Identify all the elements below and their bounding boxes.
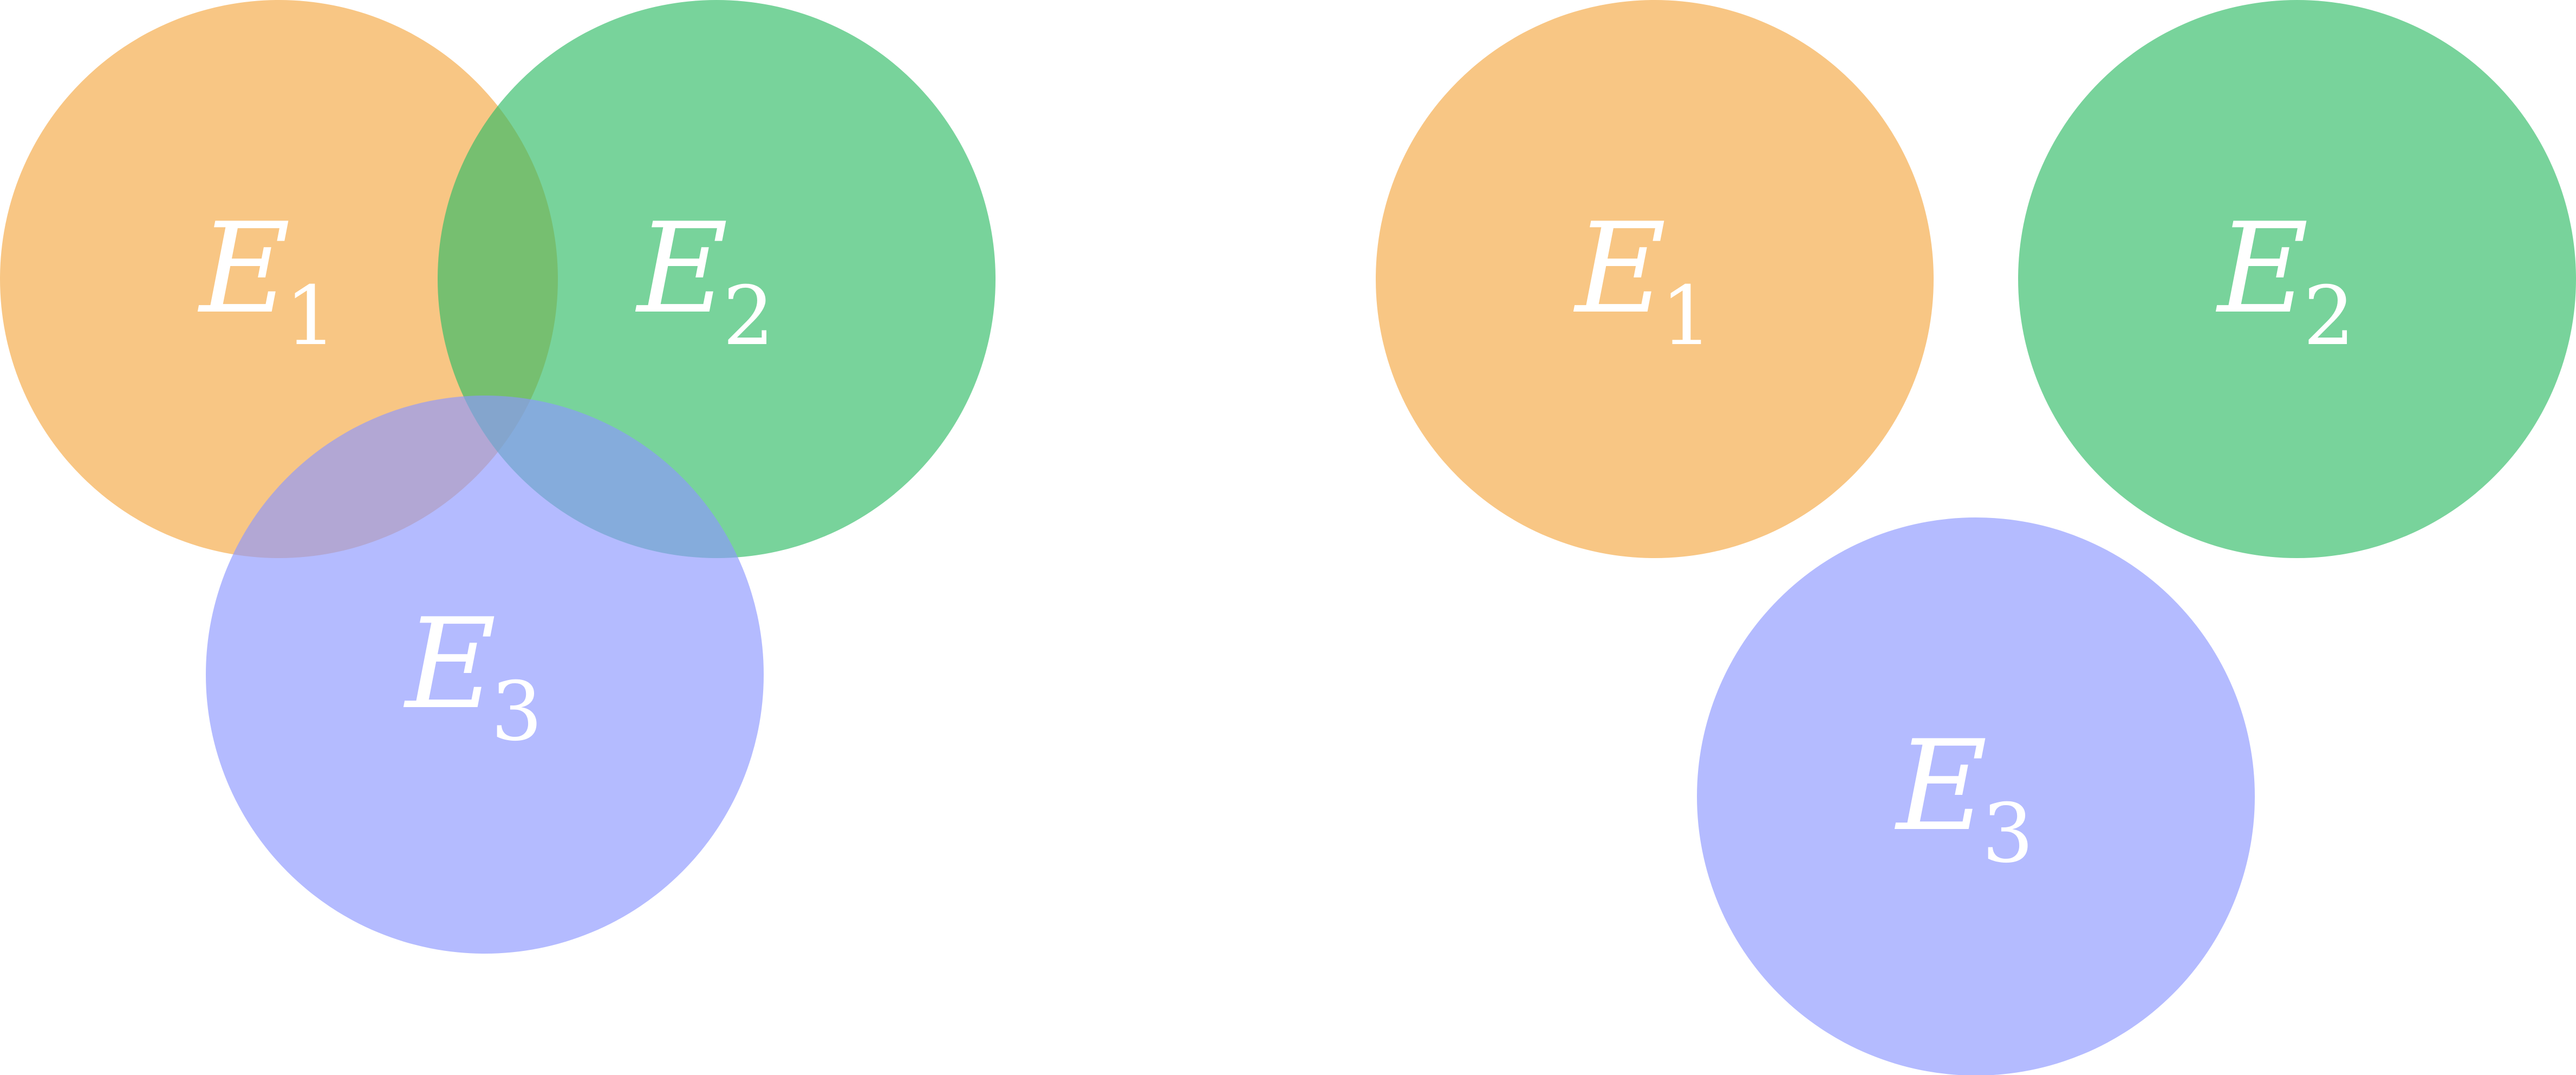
set-circle-e3 — [1697, 517, 2255, 1075]
set-label-symbol: E — [1894, 714, 1987, 859]
set-circle-e1 — [1376, 0, 1934, 558]
set-label-e1: E1 — [197, 197, 336, 364]
set-label-subscript: 3 — [491, 665, 542, 759]
set-label-symbol: E — [635, 197, 728, 341]
set-label-subscript: 1 — [1661, 269, 1712, 364]
set-label-subscript: 2 — [2303, 269, 2354, 364]
set-label-e3: E3 — [403, 592, 542, 759]
set-label-subscript: 3 — [1982, 787, 2033, 881]
set-label-symbol: E — [1573, 197, 1666, 341]
set-label-e1: E1 — [1573, 197, 1712, 364]
set-label-e2: E2 — [635, 197, 774, 364]
set-circle-e3 — [206, 396, 764, 954]
set-label-e2: E2 — [2215, 197, 2354, 364]
set-label-e3: E3 — [1894, 714, 2033, 881]
set-label-subscript: 2 — [723, 269, 774, 364]
set-label-symbol: E — [197, 197, 290, 341]
set-label-symbol: E — [2215, 197, 2308, 341]
set-circle-e2 — [2018, 0, 2576, 558]
set-label-subscript: 1 — [285, 269, 336, 364]
set-label-symbol: E — [403, 592, 496, 737]
